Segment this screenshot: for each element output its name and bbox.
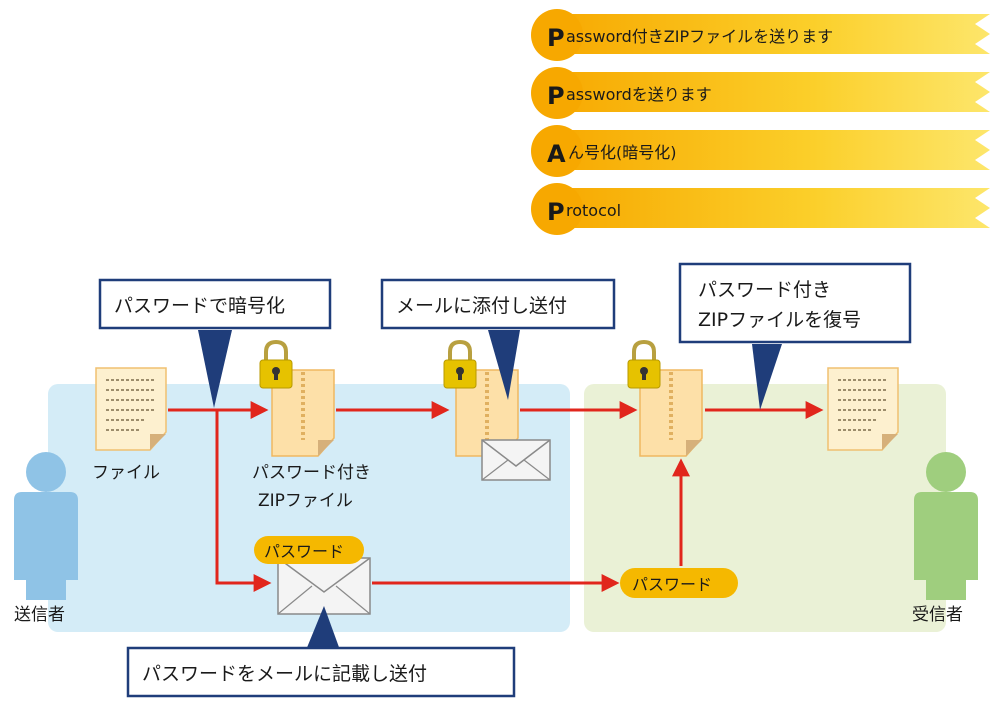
sender-label: 送信者 <box>14 605 65 625</box>
callout-attach: メールに添付し送付 <box>380 278 616 400</box>
callout-encrypt-text: パスワードで暗号化 <box>114 295 285 317</box>
lock-icon <box>443 339 477 389</box>
acronym-item-3: A ん号化(暗号化) <box>531 125 990 177</box>
acronym-letter: P <box>547 198 565 226</box>
callout-password-mail-text: パスワードをメールに記載し送付 <box>142 663 427 685</box>
lock-icon <box>627 339 661 389</box>
password-badge: パスワード <box>254 536 364 564</box>
callout-decrypt: パスワード付き ZIPファイルを復号 <box>678 262 912 410</box>
acronym-item-1: P assword付きZIPファイルを送ります <box>531 9 990 61</box>
zip-file-icon <box>639 369 703 457</box>
callout-attach-text: メールに添付し送付 <box>396 295 567 317</box>
file-label: ファイル <box>92 463 160 483</box>
callout-encrypt: パスワードで暗号化 <box>98 278 332 408</box>
flow-arrows <box>168 401 824 592</box>
zip-label-line1: パスワード付き <box>252 463 371 483</box>
receiver-person-icon <box>914 452 978 600</box>
acronym-letter: P <box>547 82 565 110</box>
acronym-item-2: P asswordを送ります <box>531 67 990 119</box>
callout-decrypt-line2: ZIPファイルを復号 <box>698 309 861 331</box>
acronym-text: assword付きZIPファイルを送ります <box>566 27 833 46</box>
acronym-list: P assword付きZIPファイルを送ります P asswordを送ります A… <box>531 9 990 235</box>
acronym-letter: P <box>547 24 565 52</box>
callout-password-mail: パスワードをメールに記載し送付 <box>126 606 516 698</box>
callout-decrypt-line1: パスワード付き <box>698 279 831 301</box>
receiver-label: 受信者 <box>912 605 963 625</box>
acronym-letter: A <box>547 140 566 168</box>
zip-file-icon <box>271 369 335 457</box>
sender-area <box>48 384 570 632</box>
password-envelope-icon <box>277 557 371 615</box>
password-badge-text: パスワード <box>632 575 712 594</box>
zip-label-line2: ZIPファイル <box>258 491 353 511</box>
arrow-password-branch <box>215 410 272 592</box>
acronym-text: asswordを送ります <box>566 85 712 104</box>
document-icon <box>95 367 167 451</box>
password-badge-text: パスワード <box>264 542 344 561</box>
acronym-text: ん号化(暗号化) <box>568 143 677 162</box>
acronym-item-4: P rotocol <box>531 183 990 235</box>
lock-icon <box>259 339 293 389</box>
password-badge: パスワード <box>620 568 738 598</box>
sender-person-icon <box>14 452 78 600</box>
envelope-icon <box>481 439 551 481</box>
document-icon <box>827 367 899 451</box>
acronym-text: rotocol <box>566 201 621 220</box>
